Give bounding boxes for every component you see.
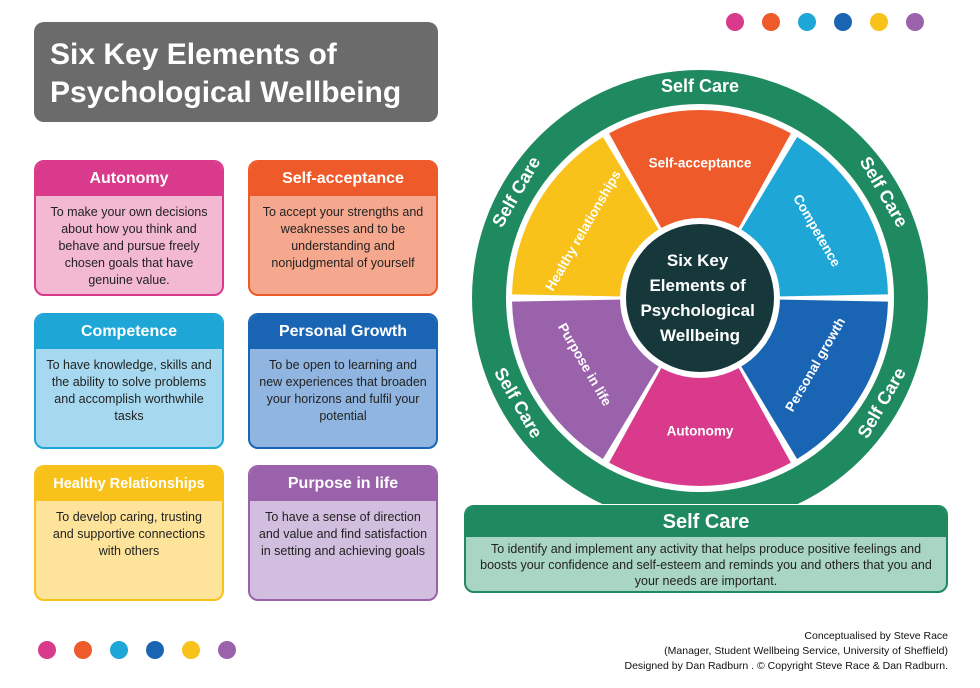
center-label: Six Key Elements of Psychological Wellbe…	[640, 251, 759, 345]
card-heading: Purpose in life	[250, 467, 436, 501]
card-heading: Healthy Relationships	[36, 467, 222, 501]
segment-self-acceptance	[609, 110, 791, 232]
credits: Conceptualised by Steve Race (Manager, S…	[625, 629, 949, 674]
segment-autonomy	[609, 364, 791, 487]
title-line-2: Psychological Wellbeing	[50, 76, 402, 109]
title-banner: Six Key Elements of Psychological Wellbe…	[34, 22, 438, 122]
segment-label: Autonomy	[667, 424, 734, 439]
dot-yellow-icon	[870, 13, 888, 31]
dot-purple-icon	[906, 13, 924, 31]
card-self-acceptance: Self-acceptance To accept your strengths…	[248, 160, 438, 296]
credit-line: (Manager, Student Wellbeing Service, Uni…	[664, 645, 948, 657]
bottom-dots	[38, 641, 236, 659]
dot-orange-icon	[762, 13, 780, 31]
segment-purpose-in-life	[512, 299, 661, 459]
card-text: To be open to learning and new experienc…	[259, 358, 427, 423]
card-heading: Self-acceptance	[250, 162, 436, 196]
self-care-box: Self Care To identify and implement any …	[464, 505, 948, 593]
segment-personal-growth	[739, 299, 888, 459]
card-text: To accept your strengths and weaknesses …	[262, 205, 424, 270]
center-circle	[626, 224, 774, 372]
dot-orange-icon	[74, 641, 92, 659]
card-text: To develop caring, trusting and supporti…	[52, 510, 206, 558]
card-heading: Autonomy	[36, 162, 222, 196]
dot-blue-icon	[146, 641, 164, 659]
card-text: To make your own decisions about how you…	[50, 205, 208, 287]
center-line: Elements of	[649, 276, 746, 295]
segment-healthy-relationships	[512, 137, 661, 297]
card-personal-growth: Personal Growth To be open to learning a…	[248, 313, 438, 449]
center-line: Psychological	[640, 301, 754, 320]
card-healthy-relationships: Healthy Relationships To develop caring,…	[34, 465, 224, 601]
dot-magenta-icon	[38, 641, 56, 659]
card-heading: Competence	[36, 315, 222, 349]
dot-magenta-icon	[726, 13, 744, 31]
dot-sky-icon	[110, 641, 128, 659]
card-purpose-in-life: Purpose in life To have a sense of direc…	[248, 465, 438, 601]
card-competence: Competence To have knowledge, skills and…	[34, 313, 224, 449]
dot-sky-icon	[798, 13, 816, 31]
card-heading: Personal Growth	[250, 315, 436, 349]
dot-yellow-icon	[182, 641, 200, 659]
card-autonomy: Autonomy To make your own decisions abou…	[34, 160, 224, 296]
segment-label: Self-acceptance	[649, 156, 752, 171]
top-dots	[726, 13, 924, 31]
self-care-heading: Self Care	[466, 507, 946, 537]
center-line: Wellbeing	[660, 326, 740, 345]
segment-competence	[739, 137, 888, 297]
self-care-text: To identify and implement any activity t…	[480, 542, 932, 588]
card-text: To have a sense of direction and value a…	[258, 510, 428, 558]
title-line-1: Six Key Elements of	[50, 38, 337, 71]
ring-self-care-label: Self Care	[661, 76, 739, 96]
dot-purple-icon	[218, 641, 236, 659]
dot-blue-icon	[834, 13, 852, 31]
credit-line: Conceptualised by Steve Race	[804, 630, 948, 642]
credit-line: Designed by Dan Radburn . © Copyright St…	[624, 660, 949, 672]
center-line: Six Key	[667, 251, 729, 270]
card-text: To have knowledge, skills and the abilit…	[46, 358, 212, 423]
